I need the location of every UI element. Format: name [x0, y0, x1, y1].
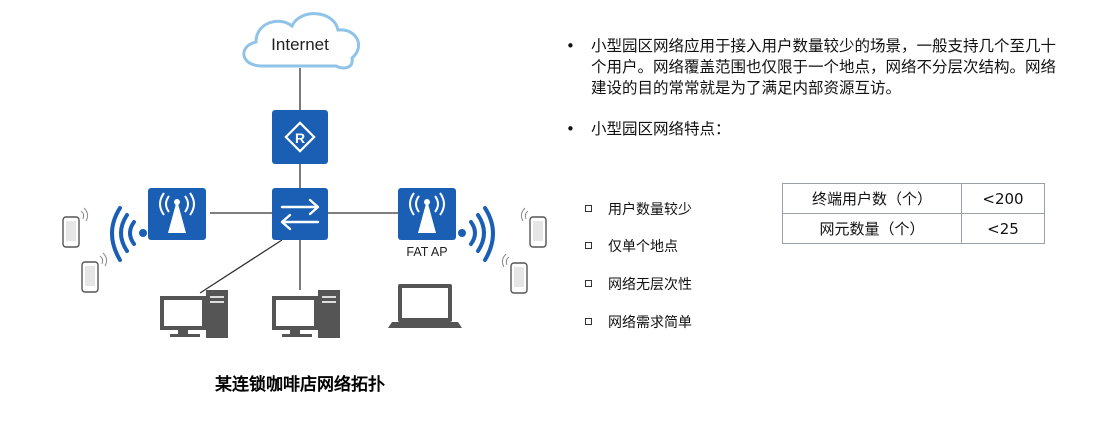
square-bullet-icon [585, 241, 592, 249]
square-bullet-icon [585, 317, 592, 325]
phone-icon [520, 207, 547, 248]
sub-bullet-text: 网络无层次性 [608, 277, 692, 293]
left-wifi-signal-icon [110, 206, 147, 262]
bullet-list: • 小型园区网络应用于接入用户数量较少的场景，一般支持几个至几十个用户。网络覆盖… [563, 36, 1083, 140]
fat-ap-icon [398, 188, 456, 240]
bullet-dot-icon: • [566, 37, 575, 55]
svg-text:R: R [295, 130, 305, 146]
phone-icon [81, 252, 108, 293]
sub-bullet-item: 用户数量较少 [585, 199, 692, 219]
laptop-icon [388, 284, 462, 328]
square-bullet-icon [585, 279, 592, 287]
spec-table: 终端用户数（个） <200 网元数量（个） <25 [782, 183, 1045, 244]
internet-cloud-icon: Internet [242, 12, 360, 70]
bullet-item: • 小型园区网络特点： [563, 119, 1083, 140]
desktop-computer-icon [160, 290, 228, 338]
table-row: 网元数量（个） <25 [782, 213, 1045, 244]
sub-bullet-item: 网络无层次性 [585, 274, 692, 294]
router-icon: R [272, 110, 328, 164]
bullet-text: 小型园区网络特点： [591, 120, 731, 138]
sub-bullet-item: 网络需求简单 [585, 312, 692, 332]
table-key-cell: 网元数量（个） [782, 213, 962, 244]
table-row: 终端用户数（个） <200 [782, 183, 1045, 214]
network-topology-diagram: Internet R FAT AP [62, 12, 547, 338]
square-bullet-icon [585, 204, 592, 212]
desktop-computer-icon [272, 290, 340, 338]
right-wifi-signal-icon [458, 206, 495, 262]
sub-bullet-text: 用户数量较少 [608, 202, 692, 218]
table-value-cell: <200 [961, 183, 1045, 214]
switch-icon [272, 188, 328, 240]
phone-icon [62, 207, 89, 248]
left-wireless-ap-icon [148, 188, 206, 240]
bullet-text: 小型园区网络应用于接入用户数量较少的场景，一般支持几个至几十个用户。网络覆盖范围… [591, 37, 1057, 97]
sub-bullet-text: 仅单个地点 [608, 239, 678, 255]
sub-bullet-item: 仅单个地点 [585, 236, 678, 256]
bullet-item: • 小型园区网络应用于接入用户数量较少的场景，一般支持几个至几十个用户。网络覆盖… [563, 36, 1083, 99]
fat-ap-label: FAT AP [406, 245, 447, 259]
sub-bullet-text: 网络需求简单 [608, 315, 692, 331]
internet-label: Internet [271, 35, 329, 54]
table-key-cell: 终端用户数（个） [782, 183, 962, 214]
phone-icon [501, 253, 528, 294]
topology-links [199, 68, 398, 294]
table-value-cell: <25 [961, 213, 1045, 244]
bullet-dot-icon: • [566, 120, 575, 138]
diagram-caption: 某连锁咖啡店网络拓扑 [215, 375, 385, 395]
